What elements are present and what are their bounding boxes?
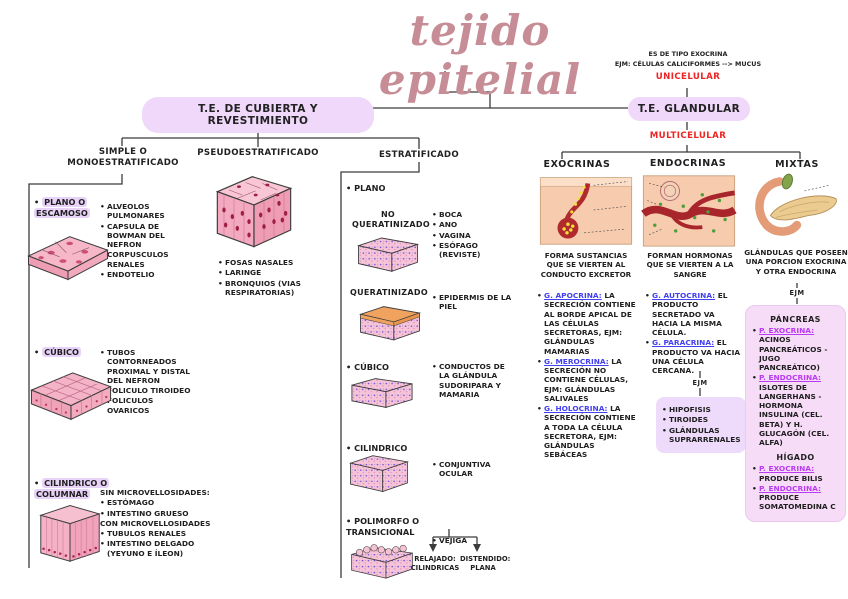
list-item: CAPSULA DE BOWMAN DEL NEFRON: [100, 222, 192, 250]
no-queratinizado-list: BOCA ANO VAGINA ESÓFAGO (REVISTE): [432, 210, 512, 260]
column-header-exocrinas: EXOCRINAS: [543, 159, 611, 170]
list-item: ESTÓMAGO: [100, 498, 218, 508]
branch-pseudoestratificado: PSEUDOESTRATIFICADO: [197, 148, 319, 158]
list-item: GLÁNDULAS SUPRARRENALES: [662, 426, 741, 445]
term-autocrina: G. AUTOCRINA:: [652, 291, 716, 300]
term-p-exocrina: P. EXOCRINA:: [759, 326, 815, 335]
columnar-tissue-illustration: [39, 505, 101, 562]
exocrinas-list: G. APOCRINA: LA SECRECIÓN CONTIENE AL BO…: [537, 291, 639, 461]
endocrinas-caption: FORMAN HORMONAS QUE SE VIERTEN A LA SANG…: [646, 251, 734, 279]
unicelular-label: UNICELULAR: [655, 72, 721, 82]
polimorfo-illustration: [351, 544, 413, 579]
cubico-tissue-illustration: [30, 372, 112, 421]
endocrinas-examples-box: HIPOFISIS TIROIDES GLÁNDULAS SUPRARRENAL…: [656, 397, 746, 453]
list-item: G. AUTOCRINA: EL PRODUCTO SECRETADO VA H…: [645, 291, 743, 337]
section-header-polimorfo: POLIMORFO O TRANSICIONAL: [346, 516, 420, 537]
list-item: LARINGE: [218, 268, 314, 278]
multicelular-label: MULTICELULAR: [649, 131, 727, 141]
term-p-endocrina-higado: P. ENDOCRINA:: [759, 483, 821, 493]
list-item: FOSAS NASALES: [218, 258, 314, 268]
mixtas-examples-box: PÁNCREAS P. EXOCRINA: ACINOS PANCREÁTICO…: [745, 305, 846, 522]
term-p-endocrina: P. ENDOCRINA:: [759, 373, 821, 383]
list-item: G. MEROCRINA: LA SECRECIÓN NO CONTIENE C…: [537, 357, 639, 403]
list-item: ANO: [432, 220, 512, 230]
pancreas-illustration: [755, 173, 837, 236]
note-con-microvellosidades: CON MICROVELLOSIDADES: [100, 518, 211, 528]
relajado-label: RELAJADO: CILINDRICAS: [410, 555, 460, 572]
queratinizado-list: EPIDERMIS DE LA PIEL: [432, 293, 512, 313]
term-apocrina: G. APOCRINA:: [544, 291, 602, 300]
list-item: TUBOS CONTORNEADOS PROXIMAL Y DISTAL DEL…: [100, 348, 192, 385]
column-header-mixtas: MIXTAS: [775, 159, 819, 170]
term-holocrina: G. HOLOCRINA:: [544, 404, 608, 413]
estrat-cilindrico-illustration: [348, 455, 410, 493]
list-item: CONDUCTOS DE LA GLÁNDULA SUDORIPARA Y MA…: [432, 362, 512, 399]
list-item: INTESTINO GRUESO: [100, 509, 218, 519]
pancreas-title: PÁNCREAS: [770, 315, 821, 324]
column-header-endocrinas: ENDOCRINAS: [649, 158, 727, 169]
section-header-estrat-cubico: CÚBICO: [346, 362, 416, 373]
page-title: tejido epitelial: [378, 6, 582, 104]
term-merocrina: G. MEROCRINA:: [544, 356, 609, 366]
estrat-plano-q-illustration: [358, 306, 422, 341]
higado-title: HÍGADO: [776, 453, 815, 463]
list-item: HIPOFISIS: [662, 405, 740, 415]
pill-cubierta-revestimiento: T.E. DE CUBIERTA Y REVESTIMIENTO: [142, 97, 374, 133]
endocrine-gland-illustration: [641, 175, 737, 247]
branch-simple-monoestratificado: SIMPLE O MONOESTRATIFICADO: [67, 147, 179, 168]
list-item: EPIDERMIS DE LA PIEL: [432, 293, 512, 312]
endocrinas-ejm-label: EJM: [692, 379, 708, 387]
note-sin-microvellosidades: SIN MICROVELLOSIDADES:: [100, 488, 210, 497]
section-header-cilindrico-columnar: CILINDRICO O COLUMNAR: [34, 478, 114, 499]
list-item: BRONQUIOS (VIAS RESPIRATORIAS): [218, 279, 314, 298]
list-item: CORPUSCULOS RENALES: [100, 250, 192, 269]
label-queratinizado: QUERATINIZADO: [350, 288, 428, 297]
list-item: VAGINA: [432, 231, 512, 241]
list-item: P. ENDOCRINA: ISLOTES DE LANGERHANS - HO…: [752, 373, 839, 447]
distendido-label: DISTENDIDO: PLANA: [460, 555, 511, 572]
pseudoestratificado-list: FOSAS NASALES LARINGE BRONQUIOS (VIAS RE…: [218, 258, 314, 298]
pill-glandular: T.E. GLANDULAR: [628, 97, 750, 121]
endocrinas-list: G. AUTOCRINA: EL PRODUCTO SECRETADO VA H…: [645, 291, 743, 376]
list-item: P. EXOCRINA: PRODUCE BILIS: [752, 464, 839, 483]
list-item: G. PARACRINA: EL PRODUCTO VA HACIA UNA C…: [645, 338, 743, 375]
section-header-cubico: CÚBICO: [34, 347, 110, 358]
list-item: CONJUNTIVA OCULAR: [432, 460, 516, 479]
estrat-cilindrico-list: CONJUNTIVA OCULAR: [432, 460, 516, 480]
list-item: TIROIDES: [662, 415, 740, 425]
list-item: G. HOLOCRINA: LA SECRECIÓN CONTIENE A TO…: [537, 404, 639, 460]
cilindrico-columnar-list: SIN MICROVELLOSIDADES: ESTÓMAGO INTESTIN…: [100, 488, 218, 559]
section-header-estrat-cilindrico: CILINDRICO: [346, 443, 426, 454]
label-no-queratinizado: NO QUERATINIZADO: [352, 210, 430, 229]
list-item: ESÓFAGO (REVISTE): [432, 241, 512, 260]
list-item: ENDOTELIO: [100, 270, 192, 280]
mixtas-ejm-label: EJM: [789, 289, 805, 297]
plano-tissue-illustration: [27, 236, 109, 281]
exocrinas-caption: FORMA SUSTANCIAS QUE SE VIERTEN AL CONDU…: [540, 251, 632, 279]
estrat-cubico-illustration: [351, 378, 413, 408]
vejiga-label: VEJIGA: [432, 536, 499, 546]
branch-estratificado: ESTRATIFICADO: [379, 150, 459, 160]
unicelular-note-line2: EJM: CÉLULAS CALICIFORMES --> MUCUS: [614, 60, 762, 68]
list-item: ALVEOLOS PULMONARES: [100, 202, 192, 221]
list-item: TUBULOS RENALES: [100, 529, 218, 539]
estrat-plano-nq-illustration: [356, 237, 420, 272]
mixtas-caption: GLÁNDULAS QUE POSEEN UNA PORCION EXOCRIN…: [744, 248, 848, 276]
pseudoestratificado-tissue-illustration: [215, 176, 293, 248]
list-item: INTESTINO DELGADO (YEYUNO E ÍLEON): [100, 539, 218, 558]
section-header-estrat-plano: PLANO: [346, 183, 416, 194]
term-paracrina: G. PARACRINA:: [652, 338, 715, 348]
unicelular-note-line1: ES DE TIPO EXOCRINA: [648, 50, 728, 58]
list-item: BOCA: [432, 210, 512, 220]
list-item: P. EXOCRINA: ACINOS PANCREÁTICOS - JUGO …: [752, 326, 839, 372]
list-item: G. APOCRINA: LA SECRECIÓN CONTIENE AL BO…: [537, 291, 639, 356]
section-header-plano-escamoso: PLANO O ESCAMOSO: [34, 197, 110, 218]
plano-escamoso-list: ALVEOLOS PULMONARES CAPSULA DE BOWMAN DE…: [100, 202, 192, 280]
exocrine-gland-illustration: [539, 177, 633, 245]
list-item: P. ENDOCRINA: PRODUCE SOMATOMEDINA C: [752, 484, 839, 512]
estrat-cubico-list: CONDUCTOS DE LA GLÁNDULA SUDORIPARA Y MA…: [432, 362, 512, 400]
term-p-exocrina-higado: P. EXOCRINA:: [759, 464, 815, 474]
